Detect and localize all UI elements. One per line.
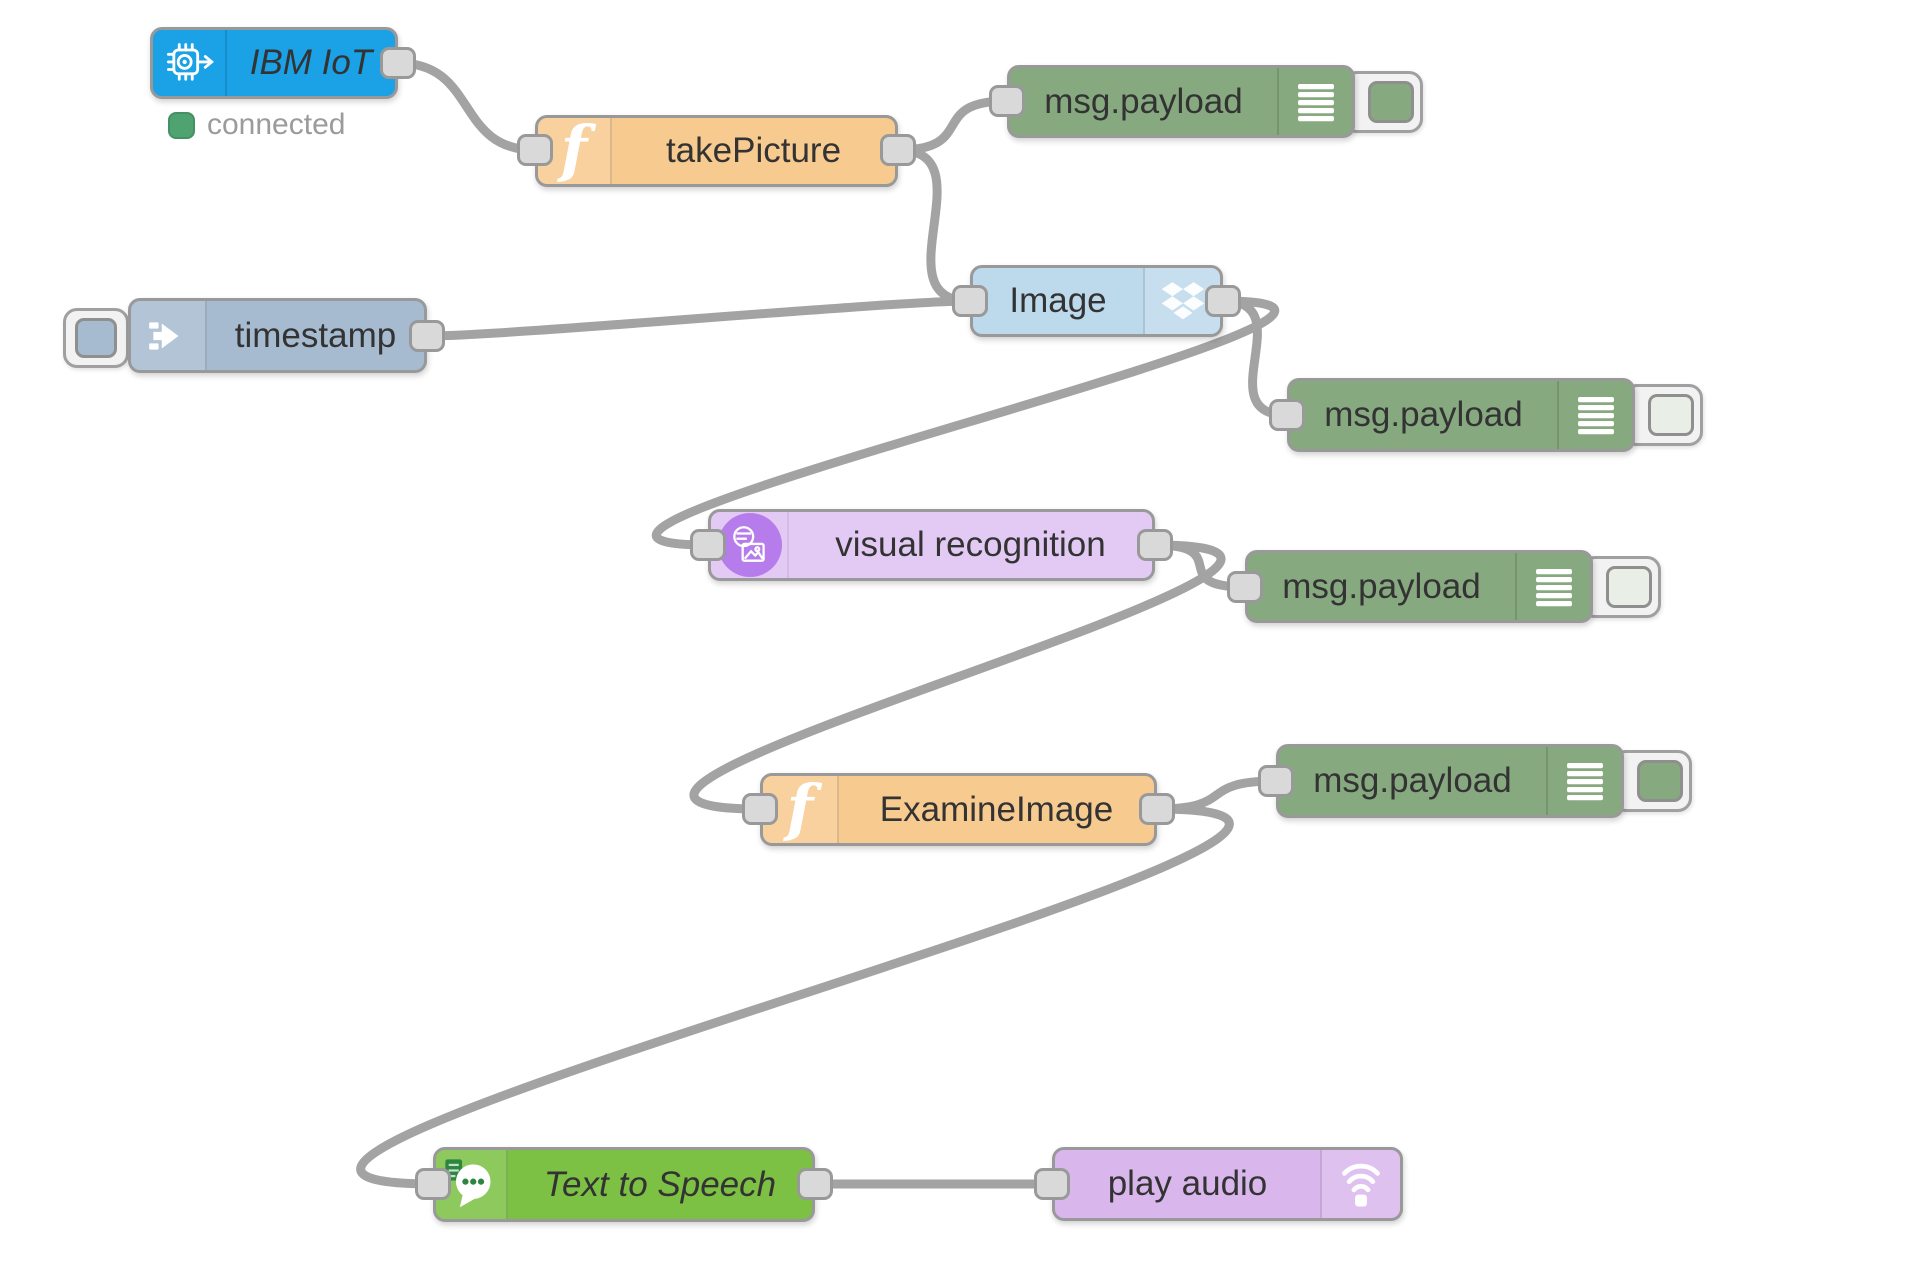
output-port[interactable] xyxy=(409,320,445,352)
wire[interactable] xyxy=(689,540,1226,814)
debug-list-icon xyxy=(1557,381,1632,449)
node-play-audio[interactable]: play audio xyxy=(1052,1147,1403,1221)
node-ibmiot[interactable]: IBM IoT xyxy=(150,27,398,99)
node-text-to-speech[interactable]: Text to Speech xyxy=(433,1147,815,1222)
wire[interactable] xyxy=(1222,296,1288,420)
node-visual-recognition[interactable]: visual recognition xyxy=(708,509,1155,581)
input-port[interactable] xyxy=(989,85,1025,117)
debug-toggle-button[interactable] xyxy=(1581,556,1661,618)
visual-recognition-badge xyxy=(718,513,782,577)
debug-toggle-button[interactable] xyxy=(1623,384,1703,446)
output-port[interactable] xyxy=(797,1168,833,1200)
status-dot xyxy=(168,111,195,139)
node-label: timestamp xyxy=(234,315,397,355)
debug-toggle-button[interactable] xyxy=(1343,71,1423,133)
input-port[interactable] xyxy=(1034,1168,1070,1200)
debug-toggle-state xyxy=(1606,566,1652,608)
node-label: IBM IoT xyxy=(249,43,373,82)
input-port[interactable] xyxy=(742,793,778,825)
debug-toggle-state xyxy=(1637,760,1683,802)
inject-button[interactable] xyxy=(63,308,129,368)
status-indicator: connected xyxy=(168,108,345,142)
node-label: msg.payload xyxy=(1044,81,1243,121)
inject-button-inner xyxy=(75,318,117,358)
node-label: Text to Speech xyxy=(543,1164,777,1204)
debug-list-icon xyxy=(1277,68,1352,135)
node-label: Image xyxy=(1009,281,1107,320)
input-port[interactable] xyxy=(952,285,988,317)
input-port[interactable] xyxy=(690,529,726,561)
node-debug-2[interactable]: msg.payload xyxy=(1287,378,1635,452)
output-port[interactable] xyxy=(880,134,916,166)
visual-recognition-icon xyxy=(711,512,789,578)
node-debug-4[interactable]: msg.payload xyxy=(1276,744,1624,818)
output-port[interactable] xyxy=(1137,529,1173,561)
play-audio-icon xyxy=(1320,1150,1400,1218)
node-function-examineimage[interactable]: f ExamineImage xyxy=(760,773,1157,846)
output-port[interactable] xyxy=(1139,793,1175,825)
node-label: takePicture xyxy=(665,131,842,170)
node-label: msg.payload xyxy=(1324,395,1523,434)
node-label: msg.payload xyxy=(1282,566,1481,606)
node-inject-timestamp[interactable]: timestamp xyxy=(128,298,427,373)
input-port[interactable] xyxy=(1227,571,1263,603)
debug-list-icon xyxy=(1546,747,1621,815)
node-function-takepicture[interactable]: f takePicture xyxy=(535,115,898,187)
input-port[interactable] xyxy=(415,1168,451,1200)
node-label: play audio xyxy=(1107,1164,1268,1203)
ibmiot-chip-icon xyxy=(153,30,227,96)
input-port[interactable] xyxy=(517,134,553,166)
debug-list-icon xyxy=(1515,553,1590,620)
wire[interactable] xyxy=(651,296,1280,550)
node-label: visual recognition xyxy=(835,525,1106,564)
wire[interactable] xyxy=(356,804,1234,1189)
node-label: ExamineImage xyxy=(879,789,1114,829)
debug-toggle-state xyxy=(1368,81,1414,123)
wire[interactable] xyxy=(397,58,536,155)
debug-toggle-button[interactable] xyxy=(1612,750,1692,812)
wire[interactable] xyxy=(426,296,971,341)
wire[interactable] xyxy=(897,96,1008,155)
input-port[interactable] xyxy=(1269,399,1305,431)
status-text: connected xyxy=(207,108,346,141)
node-debug-1[interactable]: msg.payload xyxy=(1007,65,1355,138)
wire[interactable] xyxy=(897,145,971,306)
node-image-dropbox[interactable]: Image xyxy=(970,265,1223,337)
function-icon: f xyxy=(538,118,612,184)
inject-arrow-icon xyxy=(131,301,207,370)
output-port[interactable] xyxy=(380,47,416,79)
node-label: msg.payload xyxy=(1313,761,1512,800)
input-port[interactable] xyxy=(1258,765,1294,797)
node-debug-3[interactable]: msg.payload xyxy=(1245,550,1593,623)
output-port[interactable] xyxy=(1205,285,1241,317)
debug-toggle-state xyxy=(1648,394,1694,436)
